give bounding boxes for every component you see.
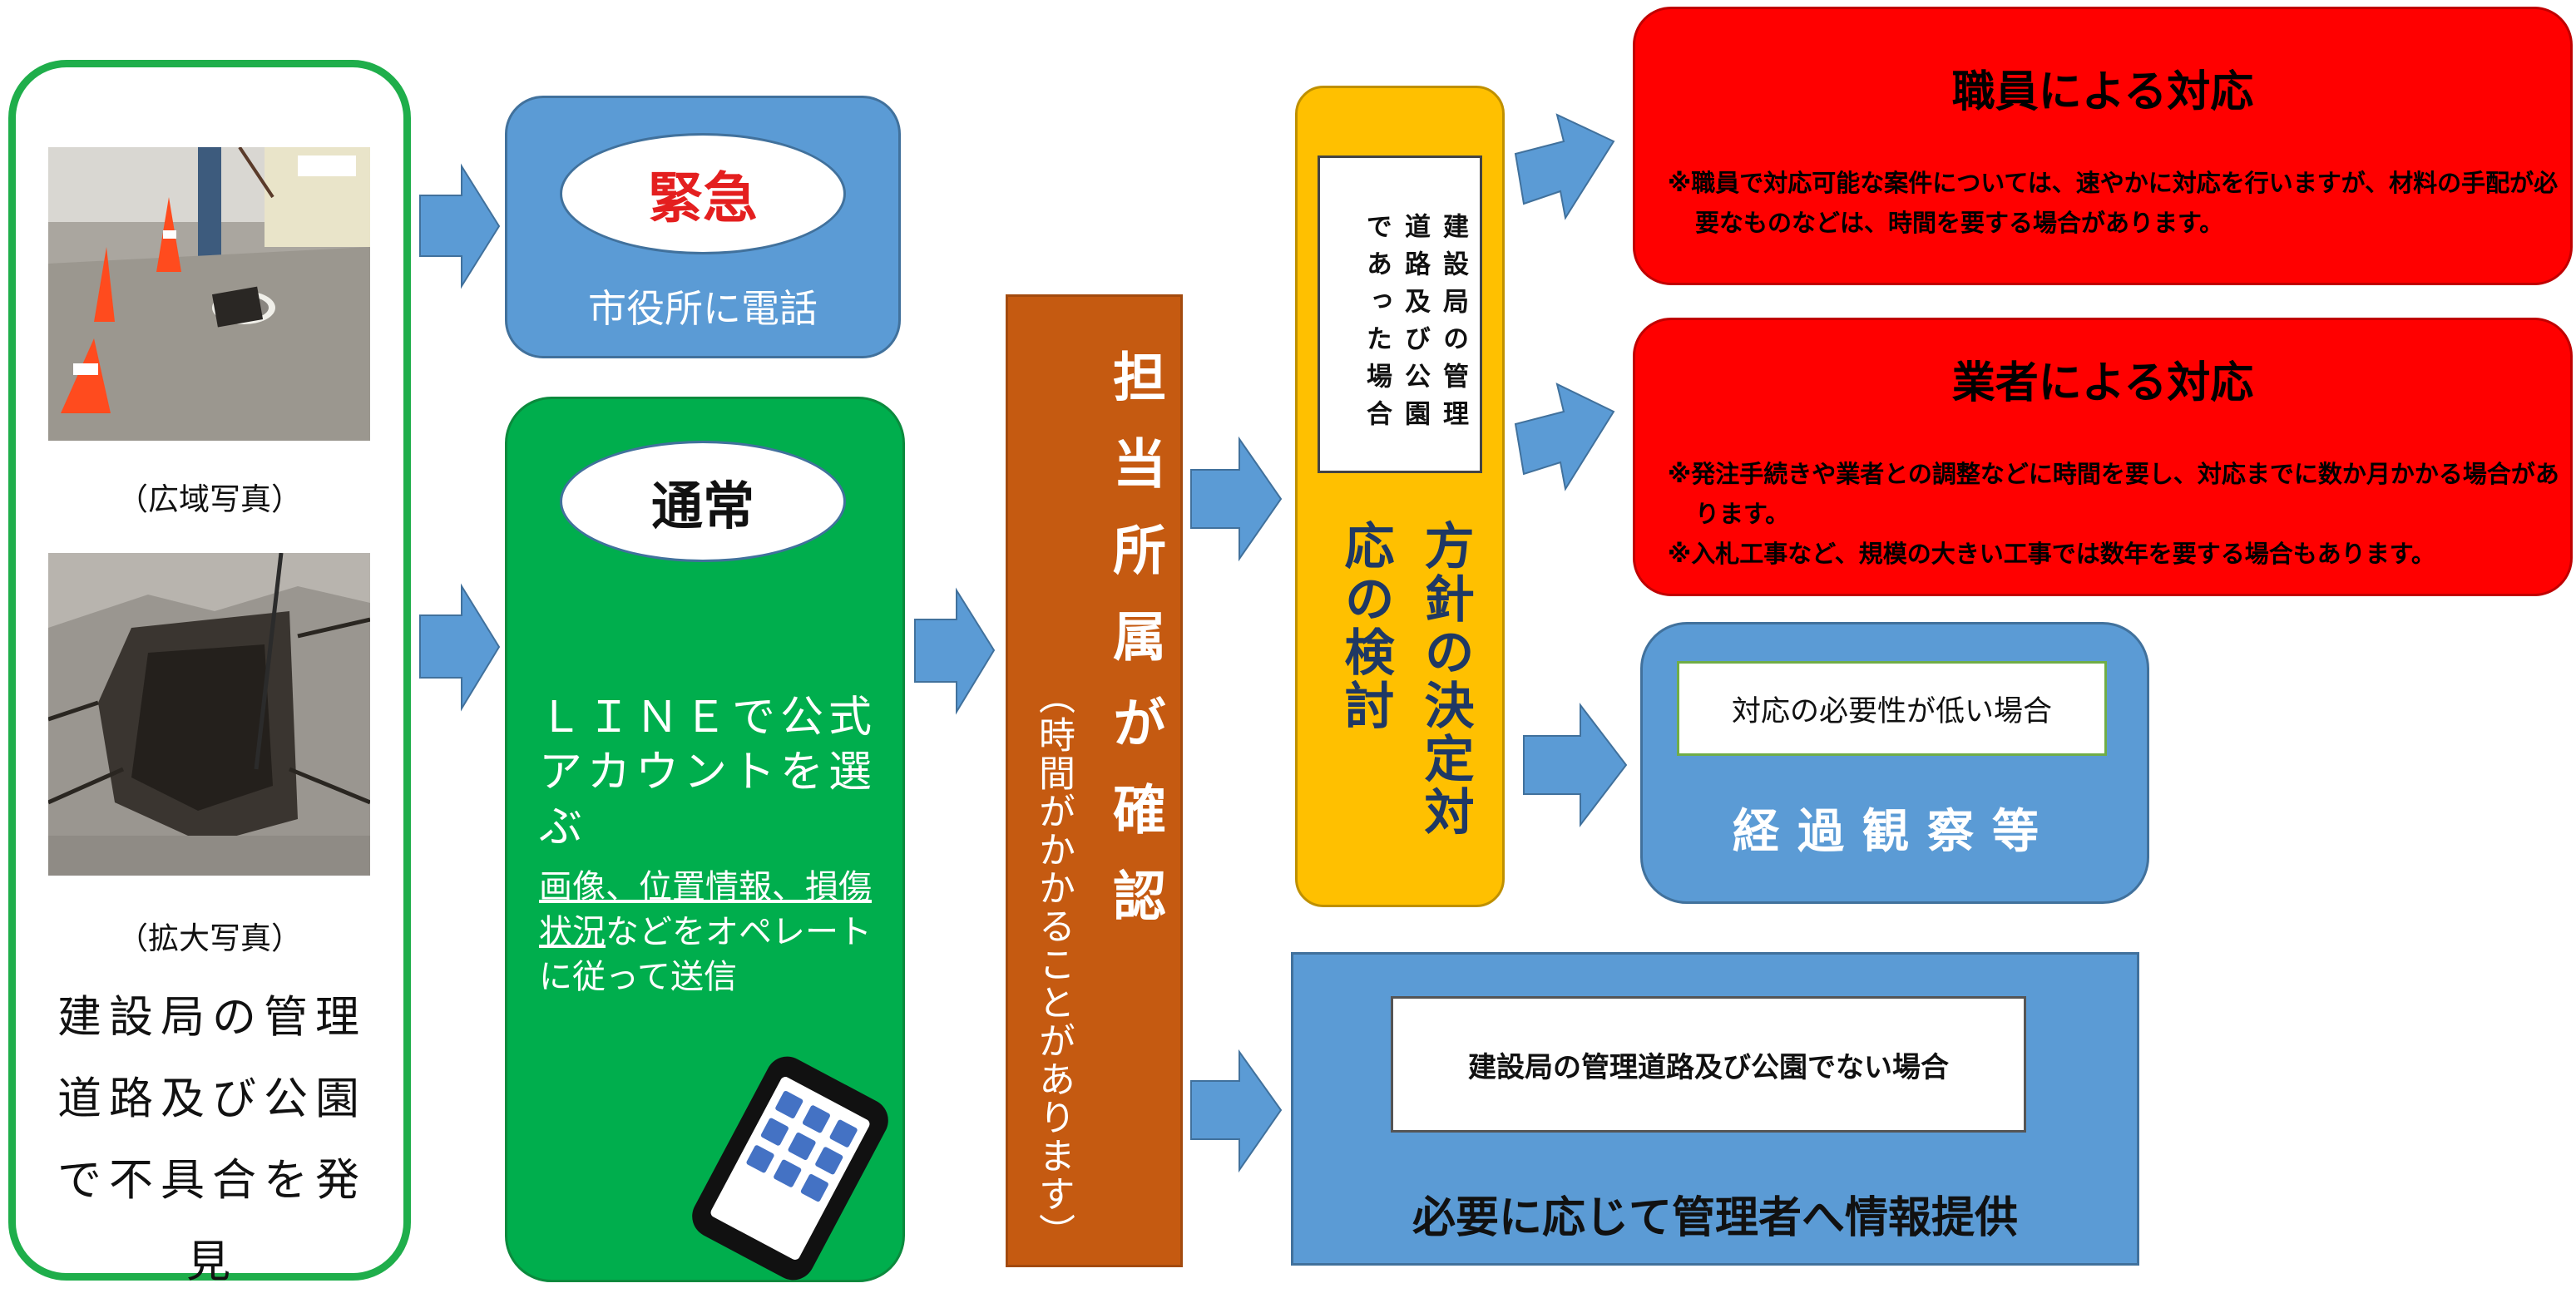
close-up-photo [48,553,370,876]
wide-area-photo [48,147,370,441]
policy-decision-title: 方針の決定対応の検討 [1336,520,1474,839]
contractor-response-title: 業者による対応 [1951,358,2254,408]
contractor-note-2: ※入札工事など、規模の大きい工事では数年を要する場合もあります。 [1668,540,2435,568]
send-instruction-rest: などをオペレートに従って送信 [539,913,872,996]
policy-condition-text: 建設局の管理道路及び公園であった場合 [1362,213,1468,437]
emergency-label: 緊急 [560,133,846,254]
arrow-up-right-icon [1514,113,1615,220]
arrow-up-right-icon [1514,383,1615,491]
smartphone-icon [692,1056,888,1281]
time-note: （時間がかかることがあります） [1032,678,1075,1251]
arrow-right-icon [419,583,501,712]
arrow-right-icon [419,163,501,289]
contractor-response-notes: ※発注手続きや業者との調整などに時間を要し、対応までに数か月かかる場合があります… [1668,454,2566,574]
line-send-instruction: 画像、位置情報、損傷状況などをオペレートに従って送信 [539,865,888,999]
department-confirm-title: 担当所属が確認 [1104,349,1165,955]
observation-title: 経過観察等 [1733,805,2057,859]
arrow-right-icon [914,587,996,715]
observation-condition: 対応の必要性が低い場合 [1677,661,2107,756]
close-up-photo-caption: （拡大写真） [117,920,302,956]
underlined-items: 画像、位置情報、損傷状況 [539,868,872,951]
wide-photo-caption: （広域写真） [117,481,302,517]
emergency-action: 市役所に電話 [588,286,818,331]
arrow-right-icon [1523,703,1628,827]
arrow-right-icon [1190,1049,1283,1173]
line-instruction: ＬＩＮＥで公式アカウントを選ぶ [539,693,878,852]
staff-response-note: ※職員で対応可能な案件については、速やかに対応を行いますが、材料の手配が必要なも… [1668,169,2559,237]
arrow-right-icon [1190,436,1283,562]
not-managed-condition: 建設局の管理道路及び公園でない場合 [1391,996,2026,1133]
staff-response-box [1633,7,2573,285]
contractor-note-1: ※発注手続きや業者との調整などに時間を要し、対応までに数か月かかる場合があります… [1668,460,2559,528]
not-managed-title: 必要に応じて管理者へ情報提供 [1412,1193,2018,1243]
normal-label: 通常 [560,441,846,562]
staff-response-title: 職員による対応 [1951,67,2254,117]
discovery-text: 建設局の管理 道路及び公園 で不具合を発見 [57,992,367,1287]
policy-condition-box [1318,155,1482,473]
contractor-response-box [1633,318,2573,596]
department-confirm-box [1006,294,1183,1267]
